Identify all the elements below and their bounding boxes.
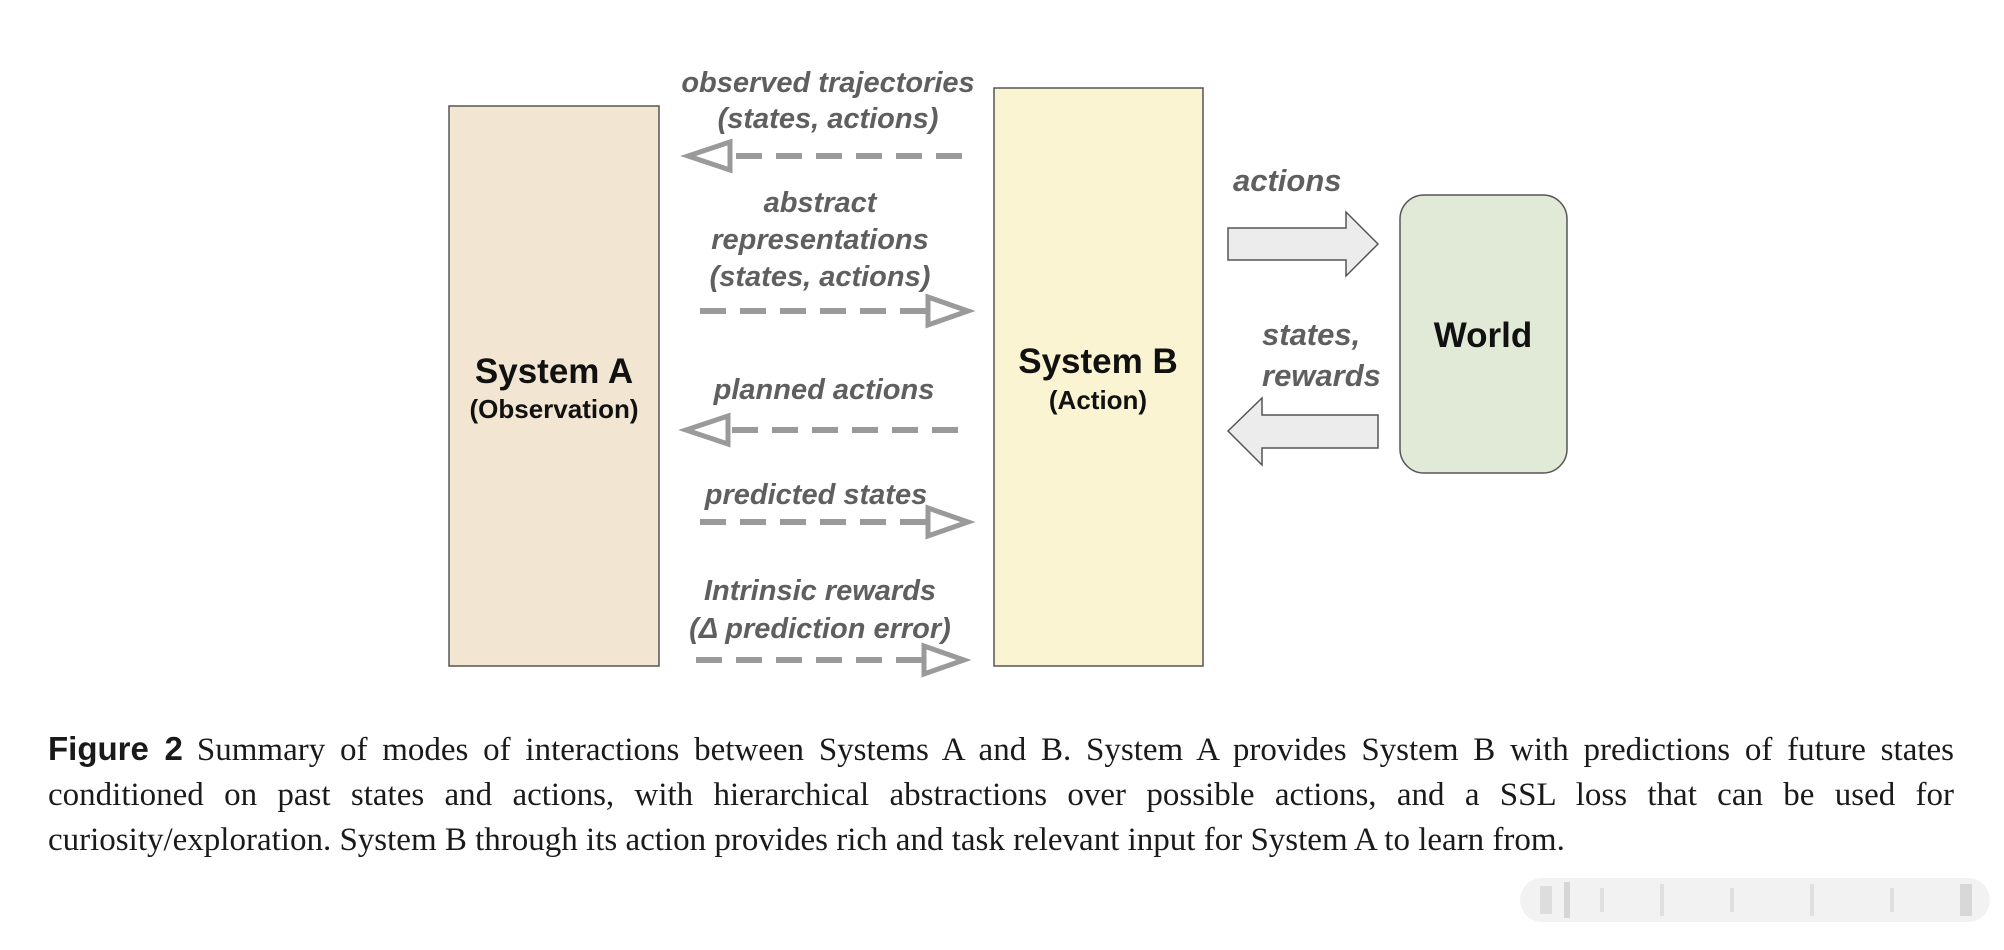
system-b-rect [993, 87, 1204, 667]
flow-intrinsic-rewards: Intrinsic rewards (Δ prediction error) [689, 575, 972, 678]
figure-label: Figure 2 [48, 730, 183, 767]
world-title: World [1434, 316, 1533, 355]
flow-label-line: Intrinsic rewards [704, 575, 936, 607]
flow-abstract-representations: abstract representations (states, action… [700, 187, 976, 329]
flow-label-line: predicted states [704, 479, 927, 511]
caption-text: Summary of modes of interactions between… [48, 732, 1954, 858]
system-a-box: System A (Observation) [448, 105, 660, 667]
arrowhead-right [921, 642, 972, 678]
flow-label-line: (states, actions) [718, 103, 939, 135]
world-rect [1399, 194, 1568, 474]
system-b-subtitle: (Action) [1049, 385, 1147, 415]
system-a-rect [448, 105, 660, 667]
actions-flow: actions [1227, 163, 1380, 278]
world-box: World [1399, 194, 1568, 474]
flow-label-line: (states, actions) [710, 261, 931, 293]
flow-label-line: (Δ prediction error) [689, 613, 951, 645]
arrowhead-left [680, 138, 733, 174]
system-b-box: System B (Action) [993, 87, 1204, 667]
block-arrow-right [1227, 210, 1380, 278]
arrowhead-right [925, 504, 976, 540]
actions-label: actions [1233, 163, 1342, 198]
watermark-logo [1520, 878, 1990, 922]
arrowhead-left [678, 412, 731, 448]
system-b-title: System B [1018, 342, 1178, 381]
flow-observed-trajectories: observed trajectories (states, actions) [680, 67, 975, 174]
block-arrow-left [1226, 396, 1379, 467]
flow-predicted-states: predicted states [700, 479, 976, 540]
arrowhead-right [925, 293, 976, 329]
flow-label-line: representations [711, 224, 929, 256]
interaction-diagram: System A (Observation) System B (Action)… [448, 67, 1568, 678]
flow-label-line: planned actions [713, 374, 935, 406]
flow-label-line: observed trajectories [681, 67, 974, 99]
states-rewards-label-line: states, [1262, 317, 1360, 352]
flow-label-line: abstract [764, 187, 878, 219]
system-a-title: System A [475, 352, 633, 391]
flow-planned-actions: planned actions [678, 374, 958, 448]
states-rewards-label-line: rewards [1262, 358, 1381, 393]
states-rewards-flow: states, rewards [1226, 317, 1381, 467]
system-a-subtitle: (Observation) [469, 394, 638, 424]
